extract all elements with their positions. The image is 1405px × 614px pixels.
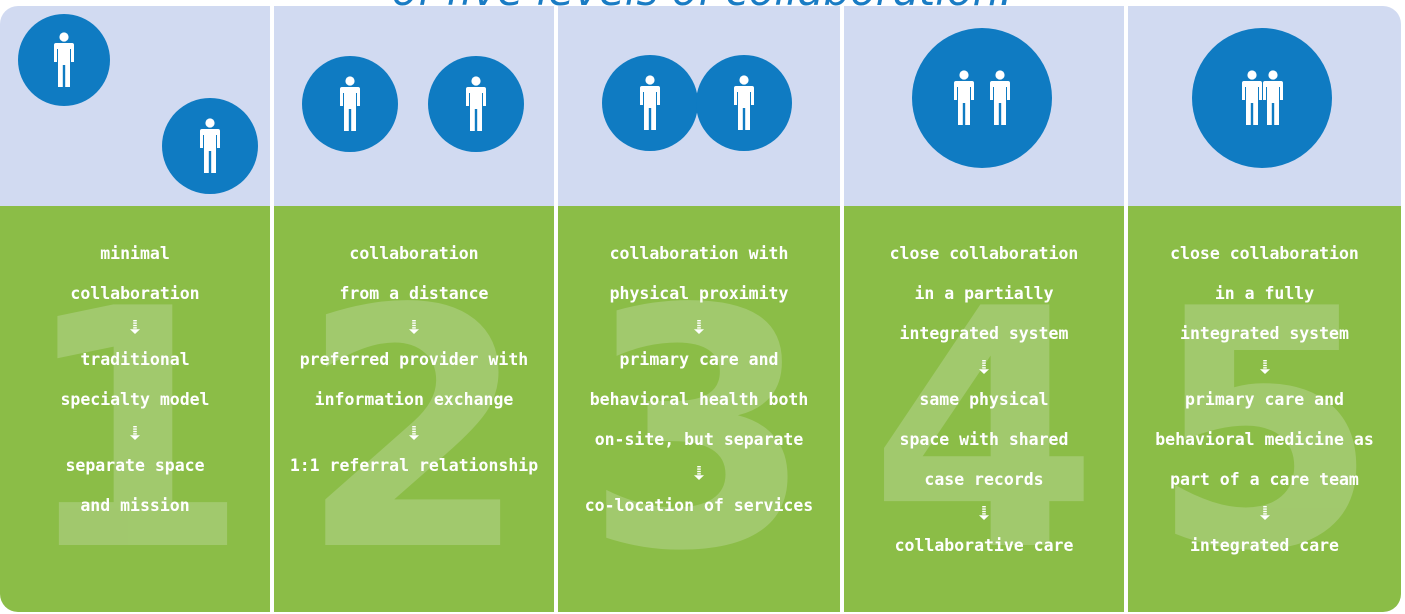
down-arrow-icon: [0, 420, 270, 446]
description-line: behavioral medicine as: [1155, 430, 1374, 449]
person-figure: [466, 76, 486, 131]
person-figure: [734, 75, 754, 130]
person-figure: [990, 70, 1010, 125]
description-line: collaboration with: [609, 244, 789, 263]
description-line: integrated care: [1189, 536, 1339, 555]
description-line: separate space: [65, 456, 205, 475]
level-4-description-area: 4 close collaboration in a partially integ…: [844, 206, 1124, 612]
diagram-heading: of five levels of collaboration:: [0, 0, 1405, 12]
description-line: integrated system: [899, 324, 1069, 343]
level-2-icon-area: [274, 6, 554, 206]
level-description: close collaboration in a fully integrated …: [1128, 234, 1401, 566]
down-arrow-icon: [844, 500, 1124, 526]
person-pair-icon: [912, 28, 1052, 168]
person-icon: [602, 55, 698, 151]
description-line: collaboration: [349, 244, 479, 263]
person-pair-close-icon: [1192, 28, 1332, 168]
person-figure: [54, 32, 74, 87]
description-line: primary care and: [619, 350, 779, 369]
person-figure: [640, 75, 660, 130]
description-line: traditional: [80, 350, 190, 369]
person-figure: [1241, 70, 1262, 125]
description-line: collaborative care: [894, 536, 1074, 555]
down-arrow-icon: [274, 314, 554, 340]
description-line: part of a care team: [1170, 470, 1359, 489]
level-description: collaboration from a distance preferred pr…: [274, 234, 554, 486]
down-arrow-icon: [558, 460, 840, 486]
description-line: primary care and: [1185, 390, 1344, 409]
down-arrow-icon: [1128, 500, 1401, 526]
person-icon: [428, 56, 524, 152]
description-line: behavioral health both: [589, 390, 809, 409]
description-line: physical proximity: [609, 284, 789, 303]
level-number: 5: [1149, 239, 1380, 612]
level-column-5: 5 close collaboration in a fully integrate…: [1128, 6, 1401, 612]
down-arrow-icon: [0, 314, 270, 340]
level-5-description-area: 5 close collaboration in a fully integrate…: [1128, 206, 1401, 612]
level-3-icon-area: [558, 6, 840, 206]
person-icon: [18, 14, 110, 106]
description-line: in a partially: [914, 284, 1054, 303]
level-description: collaboration with physical proximity prim…: [558, 234, 840, 526]
down-arrow-icon: [844, 354, 1124, 380]
level-column-4: 4 close collaboration in a partially integ…: [844, 6, 1128, 612]
level-1-icon-area: [0, 6, 270, 206]
down-arrow-icon: [558, 314, 840, 340]
person-figure: [200, 118, 220, 173]
description-line: space with shared: [899, 430, 1069, 449]
description-line: information exchange: [314, 390, 514, 409]
description-line: close collaboration: [1170, 244, 1359, 263]
person-icon: [302, 56, 398, 152]
description-line: co-location of services: [584, 496, 814, 515]
down-arrow-icon: [274, 420, 554, 446]
level-description: close collaboration in a partially integra…: [844, 234, 1124, 566]
person-icon: [162, 98, 258, 194]
description-line: minimal: [100, 244, 170, 263]
description-line: same physical: [919, 390, 1049, 409]
description-line: and mission: [80, 496, 190, 515]
person-figure: [954, 70, 974, 125]
description-line: in a fully: [1214, 284, 1315, 303]
description-line: on-site, but separate: [594, 430, 804, 449]
description-line: integrated system: [1180, 324, 1349, 343]
person-figure: [1262, 70, 1283, 125]
person-figure: [340, 76, 360, 131]
description-line: 1:1 referral relationship: [289, 456, 539, 475]
level-number: 4: [869, 239, 1099, 612]
person-icon: [696, 55, 792, 151]
level-5-icon-area: [1128, 6, 1401, 206]
description-line: specialty model: [60, 390, 210, 409]
level-4-icon-area: [844, 6, 1124, 206]
description-line: preferred provider with: [299, 350, 529, 369]
description-line: from a distance: [339, 284, 489, 303]
description-line: close collaboration: [889, 244, 1079, 263]
level-description: minimal collaboration traditional specialty…: [0, 234, 270, 526]
description-line: collaboration: [70, 284, 200, 303]
down-arrow-icon: [1128, 354, 1401, 380]
description-line: case records: [924, 470, 1044, 489]
